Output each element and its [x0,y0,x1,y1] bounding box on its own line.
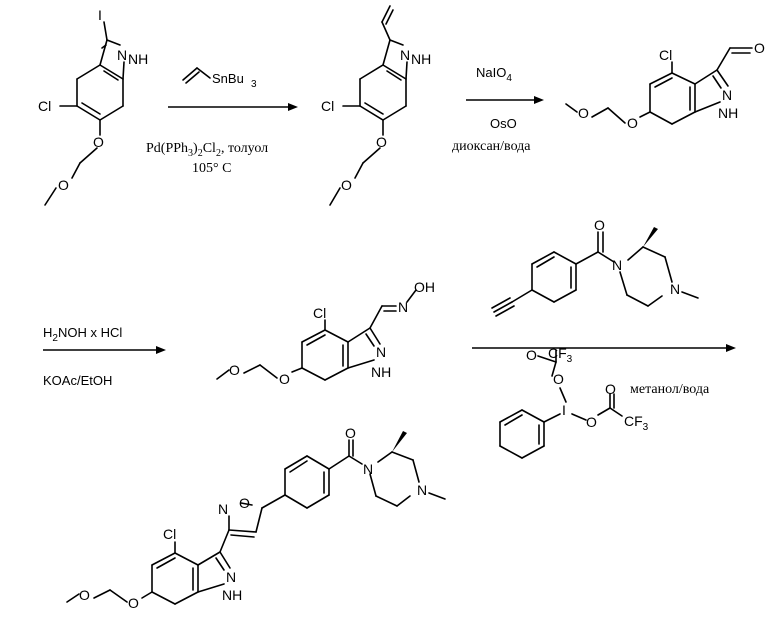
nh-label: NH [718,105,738,121]
amide-n-label: N [612,257,622,273]
cf3-label-b: CF3 [624,413,649,433]
amine-n-label: N [670,281,680,297]
arrow-step4: O N N CF3 O O I O O CF3 метанол/вода [472,217,736,458]
compound-vinyl-indazole: N NH Cl O O [321,6,431,205]
nh-label: NH [128,51,148,67]
methoxy-o-label: O [79,587,90,603]
nh-label: NH [411,51,431,67]
compound-iodo-indazole: I N NH Cl O O [38,7,148,205]
methoxy-o-label: O [341,177,352,193]
stannane-label: SnBu [212,71,244,86]
nh-label: NH [222,587,242,603]
chloro-label: Cl [163,526,176,542]
methoxy-o-label: O [229,362,240,378]
chloro-label: Cl [659,47,672,63]
aldehyde-o-label: O [754,40,765,56]
stannane-sub: 3 [251,79,257,90]
acyloxy-o-label-a: O [553,371,564,387]
n-label: N [400,47,410,63]
amide-o-label: O [594,217,605,233]
iodine-label: I [562,402,566,418]
iodo-label: I [98,7,102,23]
chloro-label: Cl [321,98,334,114]
isoxazole-o-label: O [239,495,250,511]
oxime-n-label: N [398,299,408,315]
compound-product: O N N N O Cl N NH O O [67,425,445,611]
methoxy-o-label: O [578,105,589,121]
isoxazole-n-label: N [218,501,228,517]
n-label: N [376,344,386,360]
amide-o-label: O [345,425,356,441]
amine-n-label: N [417,482,427,498]
base-solvent-label: KOAc/EtOH [43,373,112,388]
final-solvent-label: метанол/вода [630,382,710,397]
periodate-label: NaIO4 [476,65,512,84]
compound-aldehyde: Cl O N NH O O [566,40,765,131]
ether-o-label: O [93,134,104,150]
carbonyl-o-label-a: O [526,347,537,363]
acyloxy-o-label-b: O [586,414,597,430]
arrow-step3: H2NOH x HCl KOAc/EtOH [43,325,166,388]
amide-n-label: N [363,461,373,477]
arrow-step2: NaIO4 OsO диоксан/вода [452,65,544,154]
chloro-label: Cl [313,305,326,321]
carbonyl-o-label-b: O [605,381,616,397]
n-label: N [722,87,732,103]
oxime-oh-label: OH [414,279,435,295]
compound-oxime: Cl N OH N NH O O [217,279,435,387]
ether-o-label: O [376,134,387,150]
catalyst-label: Pd(PPh3)2Cl2, толуол [146,141,268,159]
hydroxylamine-label: H2NOH x HCl [43,325,122,344]
solvent-label: диоксан/вода [452,139,531,154]
temperature-label: 105° C [192,161,231,176]
n-label: N [226,569,236,585]
n-label: N [117,47,127,63]
ether-o-label: O [279,371,290,387]
osmium-label: OsO [490,116,517,131]
ether-o-label: O [627,115,638,131]
nh-label: NH [371,364,391,380]
ether-o-label: O [128,595,139,611]
methoxy-o-label: O [58,177,69,193]
arrow-step1: SnBu 3 Pd(PPh3)2Cl2, толуол 105° C [146,68,298,176]
chloro-label: Cl [38,98,51,114]
